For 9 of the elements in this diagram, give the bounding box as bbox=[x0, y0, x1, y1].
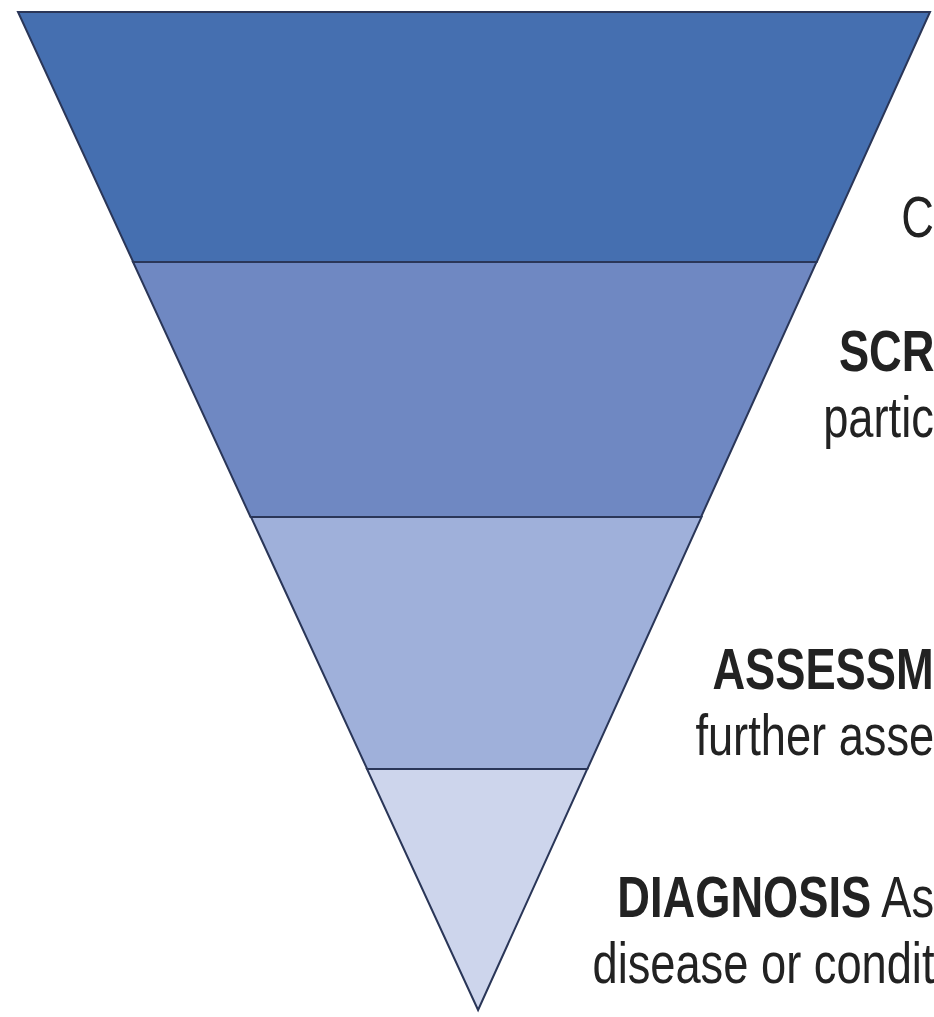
stage-description: DIAGNOSIS As bbox=[617, 868, 934, 926]
stage-description: C bbox=[901, 188, 934, 246]
stage-heading: ASSESSM bbox=[712, 640, 934, 698]
funnel-band bbox=[133, 262, 817, 517]
stage-heading: SCR bbox=[838, 322, 934, 380]
stage-description: further asse bbox=[695, 706, 934, 764]
stage-description: disease or condit bbox=[592, 934, 934, 992]
funnel-band bbox=[18, 12, 930, 262]
funnel-band bbox=[366, 769, 588, 1010]
